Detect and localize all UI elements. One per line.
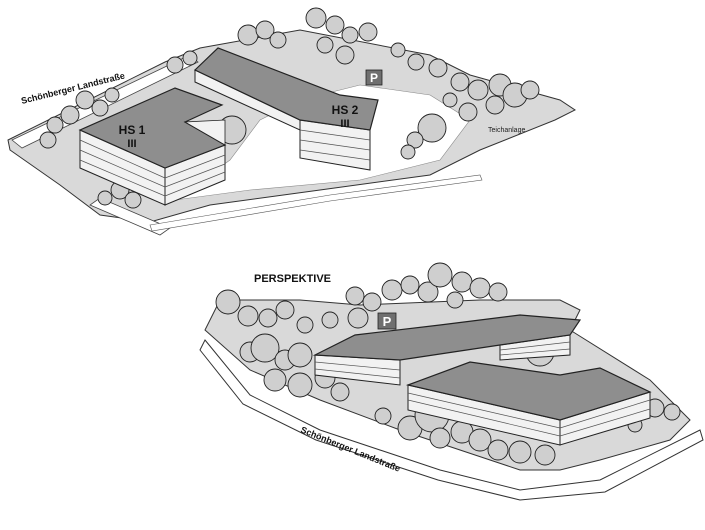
parking-symbol-bottom: P — [383, 314, 392, 329]
building-hs1 — [78, 87, 227, 206]
parking-sign-top: P — [365, 69, 383, 86]
parking-symbol-top: P — [370, 71, 378, 85]
pond-label: Teichanlage — [488, 127, 525, 134]
trees-top — [39, 7, 540, 209]
parking-sign-bottom: P — [377, 312, 397, 330]
hs2-name: HS 2 — [332, 103, 359, 117]
hs2-floors: III — [340, 118, 349, 130]
perspective-title: PERSPEKTIVE — [254, 273, 331, 285]
hs1-floors: III — [127, 138, 136, 150]
road-bottom — [199, 339, 704, 501]
perspective-view: PERSPEKTIVE — [199, 262, 704, 501]
hs1-name: HS 1 — [119, 123, 146, 137]
site-plan-top: Schönberger Landstraße HS 1 III HS 2 III… — [7, 7, 576, 236]
path-top — [149, 174, 483, 232]
perspective-building-front — [405, 361, 652, 446]
trees-bottom — [215, 262, 681, 466]
road-label-bottom: Schönberger Landstraße — [299, 425, 402, 474]
building-hs2 — [193, 47, 379, 171]
perspective-building-back — [312, 314, 582, 386]
